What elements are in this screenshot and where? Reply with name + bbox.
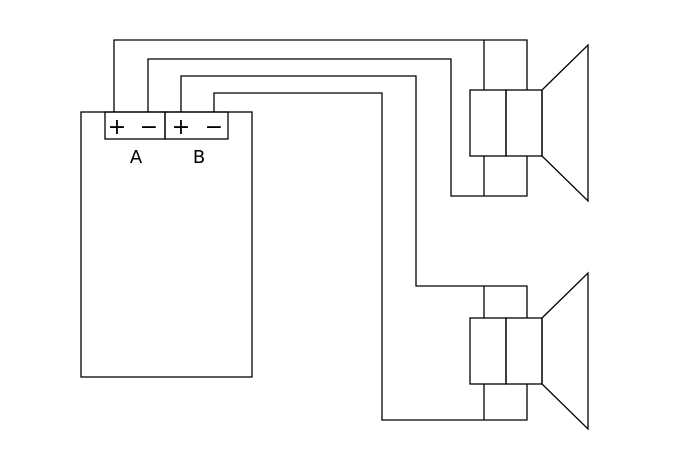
speaker-upper-lead-bottom-right [484, 156, 528, 197]
wire-b-plus [180, 75, 528, 318]
wire-a-plus [113, 39, 528, 112]
terminal-a-plus: + [108, 115, 126, 140]
speaker-upper-magnet-right [505, 89, 543, 157]
terminal-a-minus: − [140, 115, 158, 140]
speaker-lower-lead-bottom-right [484, 384, 528, 421]
terminal-b-minus: − [205, 115, 223, 140]
terminal-b-plus: + [172, 115, 190, 140]
speaker-lower-magnet-right [505, 317, 543, 385]
amplifier-box [80, 111, 253, 378]
speaker-lower [469, 271, 589, 431]
terminal-label-b: B [193, 147, 205, 168]
speaker-upper-magnet-left [469, 89, 507, 157]
terminal-block-b [164, 111, 229, 140]
speaker-lower-magnet-left [469, 317, 507, 385]
wire-a-minus [147, 58, 484, 197]
speaker-upper [469, 43, 589, 203]
speaker-upper-cone [541, 43, 589, 203]
speaker-lower-cone [541, 271, 589, 431]
terminal-label-a: A [130, 147, 143, 168]
wire-b-minus [213, 92, 484, 421]
